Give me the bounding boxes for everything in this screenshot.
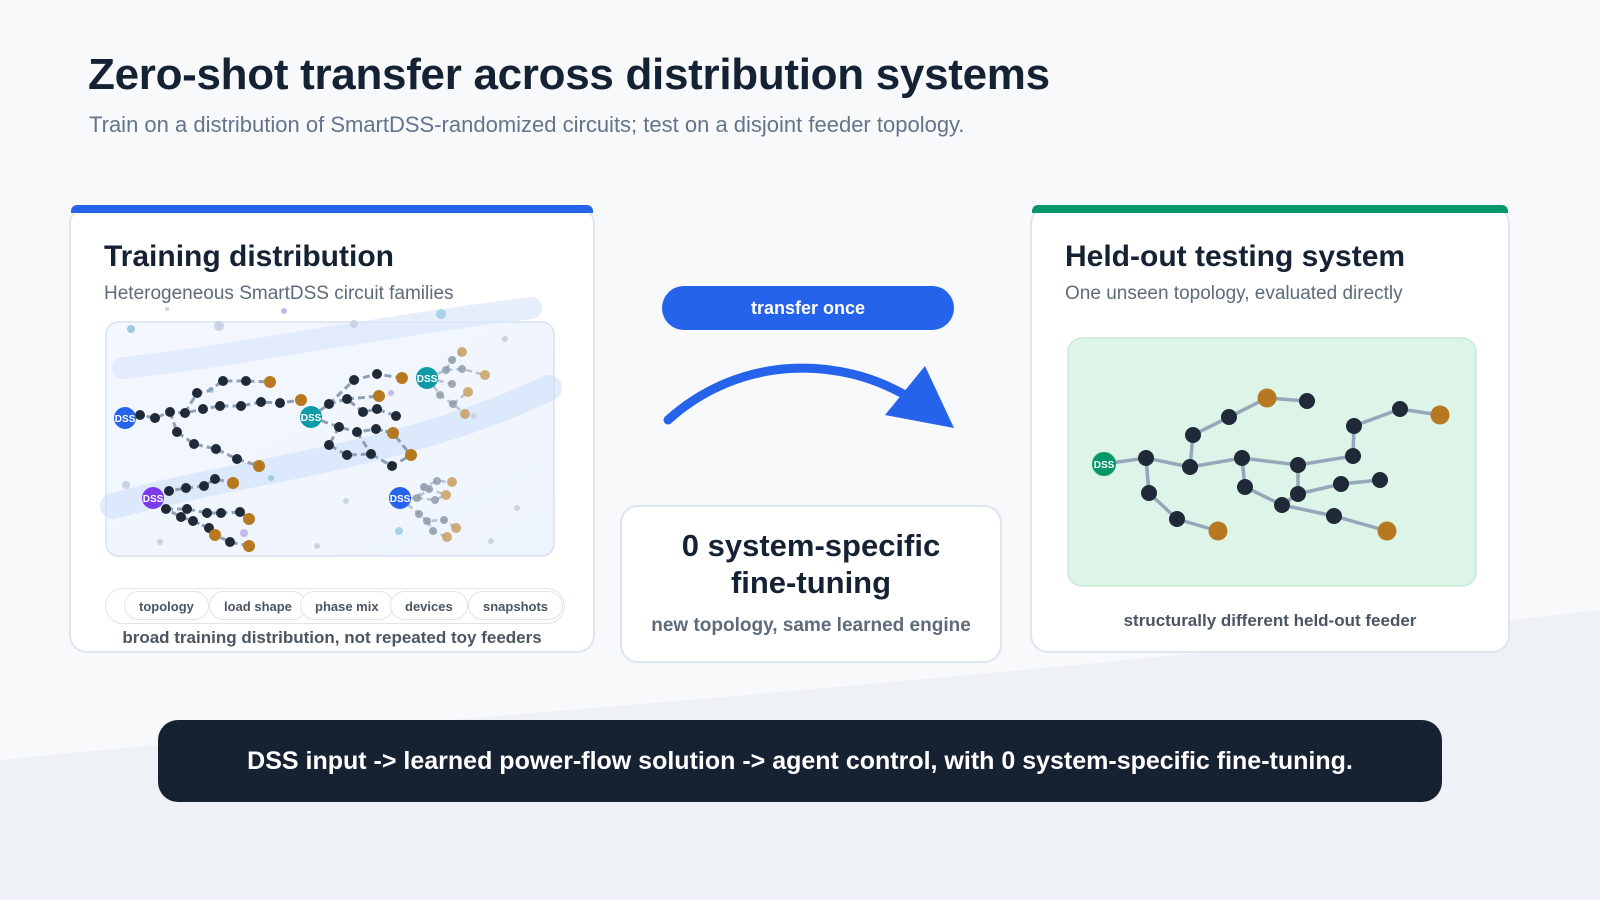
training-title: Training distribution xyxy=(104,240,394,273)
transfer-arrow xyxy=(663,363,954,428)
page-title: Zero-shot transfer across distribution s… xyxy=(88,50,1050,99)
transfer-box-title-line2: fine-tuning xyxy=(730,565,892,600)
training-chip-group: topology load shape phase mix devices sn… xyxy=(105,588,565,624)
training-circuit-nodes xyxy=(135,376,307,552)
testing-subtitle: One unseen topology, evaluated directly xyxy=(1065,283,1403,304)
testing-dss-source: DSS xyxy=(1092,452,1116,476)
training-dss-label: DSS xyxy=(301,413,322,424)
testing-dss-label: DSS xyxy=(1094,460,1115,471)
chip-load-shape: load shape xyxy=(209,591,307,620)
training-dss-label: DSS xyxy=(115,414,136,425)
training-circuit-nodes xyxy=(413,477,461,542)
chip-snapshots: snapshots xyxy=(468,591,564,620)
training-dss-label: DSS xyxy=(390,494,411,505)
testing-accent-bar xyxy=(1032,205,1508,213)
testing-feeder-diagram: DSS xyxy=(1067,337,1477,587)
training-dss-source: DSS xyxy=(114,407,136,429)
transfer-box-title-line1: 0 system-specific xyxy=(681,528,941,563)
training-dss-source: DSS xyxy=(416,367,438,389)
training-dss-label: DSS xyxy=(143,494,164,505)
training-dss-source: DSS xyxy=(300,406,322,428)
training-caption: broad training distribution, not repeate… xyxy=(122,628,542,647)
training-circuit-nodes xyxy=(436,347,490,419)
testing-card: Held-out testing system One unseen topol… xyxy=(1030,205,1510,653)
training-circuits-diagram: DSS DSS DSS DSS DSS xyxy=(100,297,562,557)
transfer-box-subtitle: new topology, same learned engine xyxy=(651,615,971,636)
chip-phase-mix: phase mix xyxy=(300,591,394,620)
training-circuit-nodes xyxy=(324,369,417,471)
transfer-box: 0 system-specific fine-tuning new topolo… xyxy=(620,505,1002,663)
training-dss-source: DSS xyxy=(389,487,411,509)
chip-devices: devices xyxy=(390,591,468,620)
chip-topology: topology xyxy=(124,591,209,620)
testing-title: Held-out testing system xyxy=(1065,240,1406,273)
training-dss-source: DSS xyxy=(142,487,164,509)
page-subtitle: Train on a distribution of SmartDSS-rand… xyxy=(89,112,965,137)
transfer-box-title: 0 system-specific fine-tuning xyxy=(622,527,1000,601)
training-subtitle: Heterogeneous SmartDSS circuit families xyxy=(104,283,454,304)
testing-feeder-nodes xyxy=(1138,388,1450,541)
training-accent-bar xyxy=(71,205,593,213)
testing-caption: structurally different held-out feeder xyxy=(1123,611,1417,630)
training-soft-band xyxy=(112,297,542,379)
training-card: Training distribution Heterogeneous Smar… xyxy=(69,205,595,653)
footer-banner: DSS input -> learned power-flow solution… xyxy=(158,720,1442,802)
transfer-pill: transfer once xyxy=(662,286,954,330)
training-dss-label: DSS xyxy=(417,374,438,385)
